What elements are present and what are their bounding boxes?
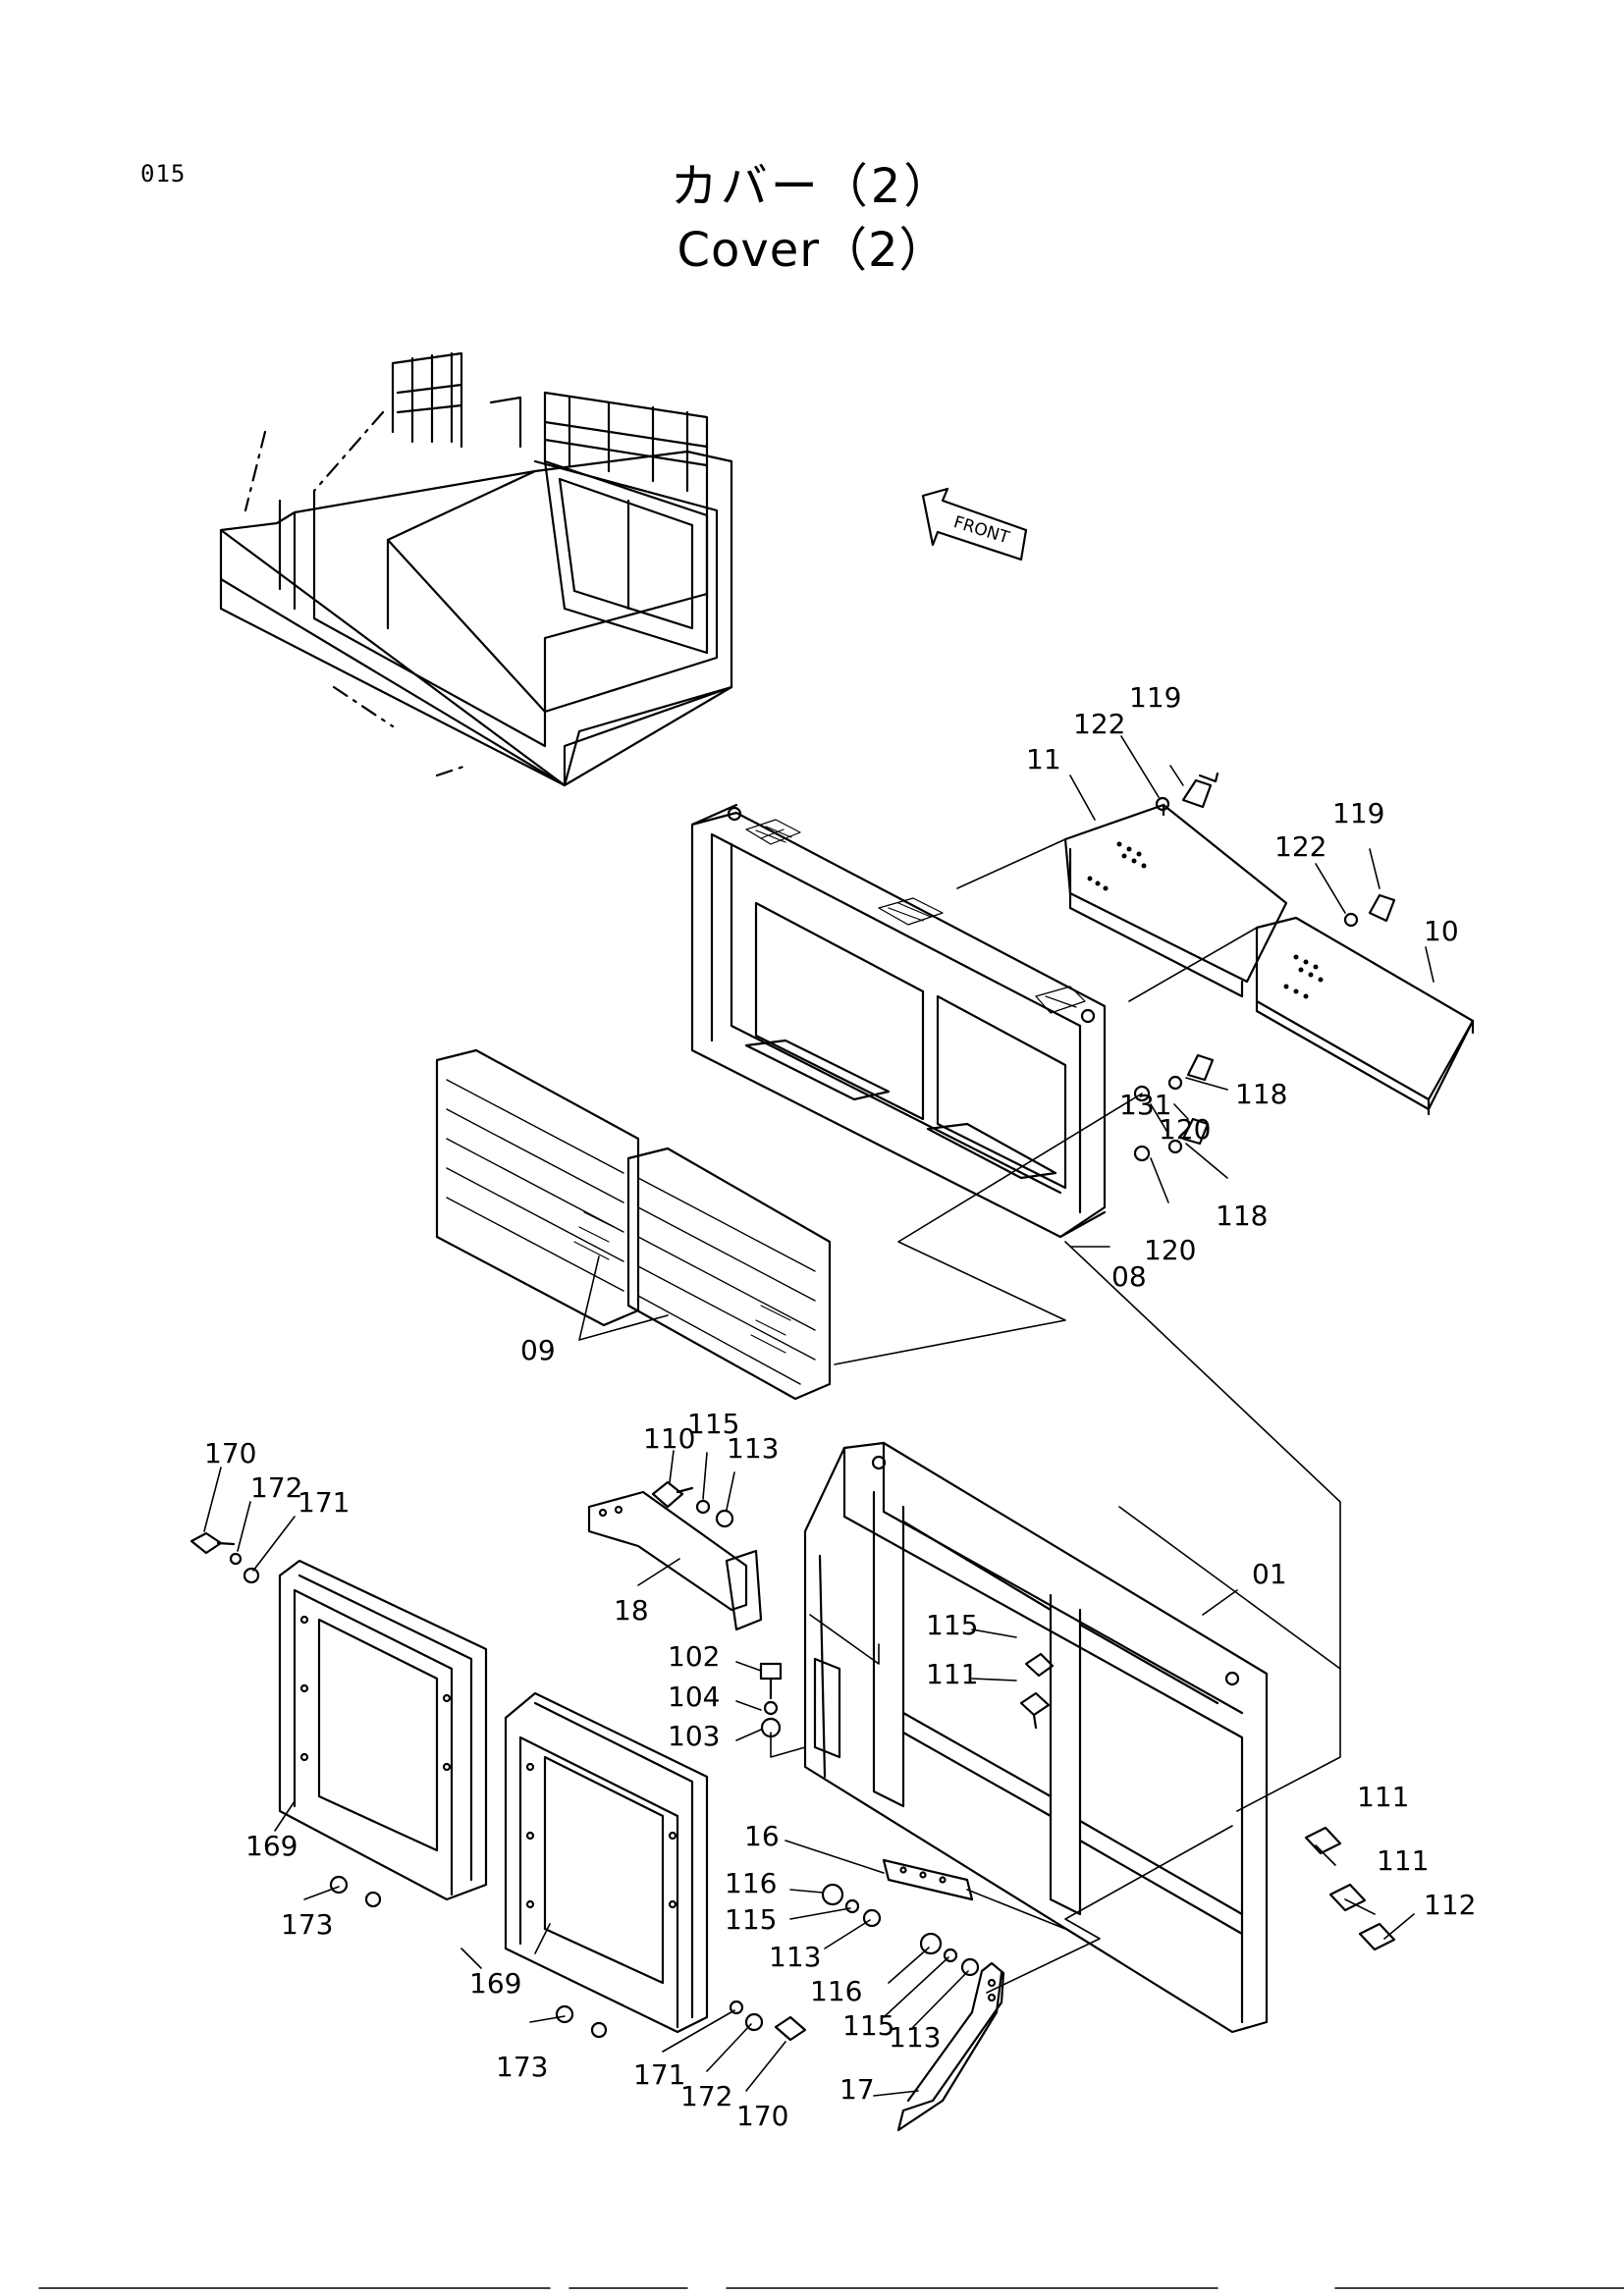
callout-09: 09 (520, 1334, 556, 1366)
callout-131: 131 (1119, 1089, 1171, 1121)
assembly-lines (203, 735, 1435, 2097)
callout-115-a: 115 (687, 1408, 739, 1440)
callout-18: 18 (614, 1594, 649, 1627)
callout-111-a: 111 (926, 1658, 978, 1690)
callout-113-a: 113 (727, 1432, 779, 1465)
callout-171-a: 171 (298, 1486, 350, 1519)
callout-119-b: 119 (1332, 797, 1384, 829)
callout-169-a: 169 (245, 1830, 298, 1862)
callout-112: 112 (1424, 1889, 1476, 1921)
callout-173-b: 173 (496, 2051, 548, 2083)
strip-16 (882, 1858, 974, 1901)
callout-103: 103 (668, 1720, 720, 1752)
title-english: Cover（2） (677, 223, 947, 278)
housing-08 (690, 803, 1107, 1239)
grilles-09 (435, 1048, 832, 1401)
callout-170-a: 170 (204, 1437, 256, 1469)
fasteners-upper (1133, 772, 1396, 1162)
callout-102: 102 (668, 1640, 720, 1673)
callout-116-b: 116 (810, 1975, 862, 2007)
callout-115-d: 115 (842, 2009, 894, 2042)
machine-overview (219, 351, 733, 787)
callout-171-b: 171 (633, 2058, 685, 2091)
title-japanese: カバー（2） (670, 159, 954, 214)
callout-116-a: 116 (725, 1867, 777, 1899)
callout-08: 08 (1111, 1260, 1147, 1293)
fasteners-lower (189, 1480, 1396, 2042)
callout-173-a: 173 (281, 1908, 333, 1941)
callout-172-b: 172 (680, 2080, 732, 2112)
callout-10: 10 (1424, 915, 1459, 947)
callout-118-b: 118 (1216, 1200, 1268, 1232)
cover-11 (1063, 803, 1288, 998)
page-number: 015 (140, 160, 187, 187)
callout-170-b: 170 (736, 2100, 788, 2132)
callout-110: 110 (643, 1422, 695, 1455)
callout-111-c: 111 (1377, 1844, 1429, 1877)
callout-172-a: 172 (250, 1471, 302, 1504)
callout-104: 104 (668, 1681, 720, 1713)
callout-01: 01 (1252, 1558, 1287, 1590)
bracket-18 (587, 1490, 763, 1631)
callout-120-b: 120 (1144, 1234, 1196, 1266)
callout-113-c: 113 (889, 2021, 941, 2054)
callout-118-a: 118 (1235, 1078, 1287, 1110)
panel-169-left (278, 1559, 488, 1901)
callout-122-b: 122 (1274, 830, 1326, 863)
front-direction-arrow: FRONT (921, 487, 1028, 561)
callout-111-b: 111 (1357, 1781, 1409, 1813)
front-label: FRONT (951, 512, 1012, 548)
callout-119-a: 119 (1129, 681, 1181, 714)
bracket-17 (896, 1961, 1005, 2132)
callout-labels: 119 122 11 119 122 10 118 120 131 118 12… (204, 681, 1476, 2132)
callout-115-c: 115 (725, 1903, 777, 1936)
cover-10 (1255, 916, 1475, 1116)
callout-17: 17 (839, 2073, 875, 2106)
callout-11: 11 (1026, 743, 1061, 775)
callout-120-a: 120 (1159, 1113, 1211, 1146)
callout-113-b: 113 (769, 1941, 821, 1973)
panel-169-right (504, 1691, 709, 2034)
callout-115-b: 115 (926, 1609, 978, 1641)
callout-122-a: 122 (1073, 708, 1125, 740)
callout-16: 16 (744, 1820, 780, 1852)
frame-01 (803, 1441, 1269, 2034)
callout-169-b: 169 (469, 1967, 521, 2000)
